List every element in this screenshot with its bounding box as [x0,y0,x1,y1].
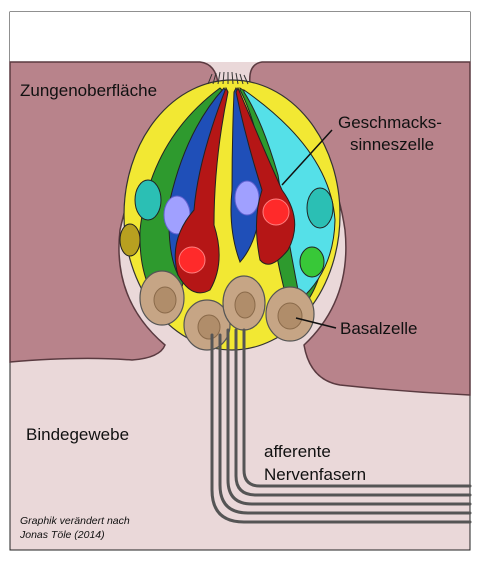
taste-cell-label-line1: Geschmacks- [338,112,442,134]
credit-line1: Graphik verändert nach [20,515,130,528]
air-region [10,12,470,62]
teal-nucleus-right [307,188,333,228]
red-nucleus-left [179,247,205,273]
connective-tissue-label: Bindegewebe [26,424,129,446]
teal-nucleus-left [135,180,161,220]
basal-nucleus [198,315,220,339]
basal-nucleus [235,292,255,318]
basal-cell-label: Basalzelle [340,318,418,340]
afferent-label-line1: afferente [264,441,331,463]
yellow-nucleus-left [120,224,140,256]
credit-line2: Jonas Töle (2014) [20,529,105,542]
red-nucleus-right [263,199,289,225]
tongue-surface-label: Zungenoberfläche [20,80,157,102]
taste-cell-label-line2: sinneszelle [350,134,434,156]
basal-nucleus [154,287,176,313]
basal-nucleus [278,303,302,329]
blue-nucleus-right [235,181,259,215]
green-nucleus-right [300,247,324,277]
afferent-label-line2: Nervenfasern [264,464,366,486]
